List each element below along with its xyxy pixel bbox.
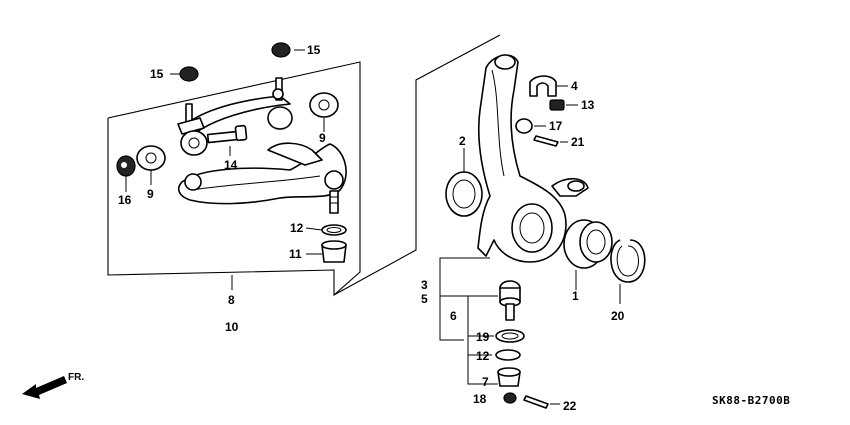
dust-seal-icon bbox=[321, 224, 347, 236]
callout-11: 11 bbox=[289, 247, 302, 261]
callout-19: 19 bbox=[476, 330, 490, 344]
callout-20: 20 bbox=[611, 309, 625, 323]
callout-21: 21 bbox=[571, 135, 585, 149]
direction-label: FR. bbox=[68, 372, 84, 383]
callout-13: 13 bbox=[581, 98, 595, 112]
callout-15-left: 15 bbox=[150, 67, 164, 81]
callout-5: 5 bbox=[421, 292, 428, 306]
upper-arm-shaft-icon bbox=[177, 77, 291, 137]
callout-12-right: 12 bbox=[476, 349, 490, 363]
castle-nut-icon bbox=[515, 118, 533, 134]
ball-joint-boot-icon bbox=[321, 240, 347, 263]
callout-1: 1 bbox=[572, 289, 579, 303]
boot-7-icon bbox=[497, 367, 521, 387]
dust-seal-2-icon bbox=[445, 171, 483, 217]
steering-knuckle-icon bbox=[477, 54, 589, 263]
snap-ring-icon bbox=[610, 239, 646, 283]
snap-ring-19-icon bbox=[495, 329, 525, 343]
bushing-16-icon bbox=[116, 155, 136, 177]
callout-4: 4 bbox=[571, 79, 578, 93]
callout-9-left: 9 bbox=[147, 187, 154, 201]
callout-14: 14 bbox=[224, 158, 238, 172]
flange-bolt-13-icon bbox=[549, 99, 565, 111]
upper-control-arm-icon bbox=[177, 142, 347, 205]
assembly-frame-knuckle bbox=[333, 34, 501, 296]
callout-16: 16 bbox=[118, 193, 132, 207]
callout-17: 17 bbox=[549, 119, 563, 133]
callout-18: 18 bbox=[473, 392, 487, 406]
cotter-pin-icon bbox=[533, 135, 559, 147]
ball-joint-icon bbox=[329, 190, 339, 214]
callout-2: 2 bbox=[459, 134, 466, 148]
bracket-clip-icon bbox=[529, 75, 557, 97]
callout-22: 22 bbox=[563, 399, 577, 413]
callout-12-left: 12 bbox=[290, 221, 304, 235]
front-direction-arrow-icon bbox=[22, 376, 67, 399]
callout-6: 6 bbox=[450, 309, 457, 323]
callout-8: 8 bbox=[228, 293, 235, 307]
dust-seal-12-icon bbox=[495, 349, 521, 361]
callout-3: 3 bbox=[421, 278, 428, 292]
hub-bearing-icon bbox=[563, 219, 613, 269]
flange-nut-icon bbox=[179, 42, 291, 82]
callout-7: 7 bbox=[482, 375, 489, 389]
callout-9-right: 9 bbox=[319, 131, 326, 145]
lower-ball-joint-icon bbox=[499, 280, 521, 321]
callout-10: 10 bbox=[225, 320, 239, 334]
flange-bolt-icon bbox=[206, 124, 248, 144]
diagram-code: SK88-B2700B bbox=[712, 394, 790, 407]
cotter-pin-22-icon bbox=[523, 395, 549, 409]
leader-3-5 bbox=[439, 257, 490, 341]
callout-15-top: 15 bbox=[307, 43, 321, 57]
bushing-icon bbox=[136, 92, 339, 171]
castle-nut-18-icon bbox=[503, 392, 517, 404]
